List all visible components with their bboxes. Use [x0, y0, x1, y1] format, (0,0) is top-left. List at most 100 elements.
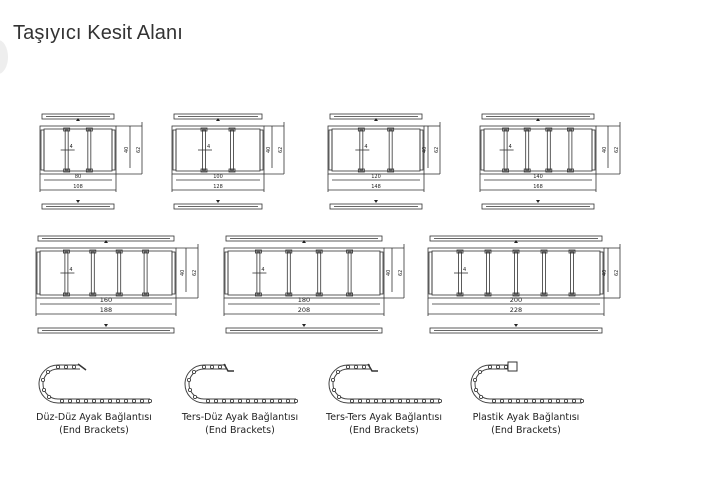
- divider-cap-bottom: [484, 292, 492, 297]
- end-bracket-pl: Plastik Ayak Bağlantısı (End Brackets): [470, 361, 585, 436]
- center-marker-label: 4: [364, 144, 367, 150]
- bottom-arrow: [216, 200, 220, 203]
- bottom-arrow: [104, 324, 108, 327]
- top-arrow: [536, 118, 540, 121]
- bottom-cover-plate: [37, 327, 175, 334]
- outer-height-label: 62: [278, 147, 284, 153]
- inner-width-label: 200: [510, 296, 522, 304]
- chain-link: [357, 398, 362, 403]
- side-rail-right: [379, 251, 384, 295]
- reverse-end-bracket: [223, 363, 234, 372]
- chain-link: [499, 398, 504, 403]
- side-rail-right: [591, 129, 596, 171]
- straight-end-bracket: [77, 363, 87, 371]
- outer-width-label: 228: [510, 306, 522, 314]
- outer-frame: [35, 247, 177, 299]
- divider: [87, 129, 92, 171]
- divider-cap-bottom: [200, 168, 208, 173]
- divider-cap-top: [387, 127, 395, 132]
- chain-body-inner: [185, 365, 296, 403]
- divider-cap-bottom: [63, 292, 70, 297]
- side-rail-left: [224, 251, 229, 295]
- chain-link: [108, 398, 113, 403]
- outer-frame: [427, 247, 605, 299]
- end-bracket-subtitle: (End Brackets): [491, 425, 561, 436]
- chain-link: [191, 369, 196, 374]
- chain-link: [116, 398, 121, 403]
- chain-link: [373, 398, 378, 403]
- chain-link: [491, 398, 496, 403]
- divider: [525, 129, 530, 171]
- chain-link: [139, 398, 144, 403]
- chain-link: [47, 394, 52, 399]
- divider-cap-bottom: [85, 168, 93, 173]
- side-rail-right: [599, 251, 604, 295]
- outer-width-label: 148: [371, 184, 381, 190]
- divider-cap-bottom: [315, 292, 323, 297]
- inner-height-label: 40: [422, 147, 428, 153]
- divider: [143, 251, 148, 295]
- bottom-cover-plate: [429, 327, 603, 334]
- outer-frame: [171, 125, 265, 175]
- chain-link: [330, 377, 335, 382]
- chain-link: [124, 398, 129, 403]
- chain-body: [328, 364, 440, 404]
- chain-link: [353, 364, 358, 369]
- bottom-cover-plate: [225, 327, 383, 334]
- inner-frame: [227, 250, 381, 296]
- outer-height-label: 62: [398, 270, 404, 276]
- chain-link: [516, 398, 521, 403]
- top-arrow: [216, 118, 220, 121]
- divider-cap-bottom: [228, 168, 236, 173]
- bottom-arrow: [514, 324, 518, 327]
- outer-width-label: 208: [298, 306, 310, 314]
- center-marker-label: 4: [207, 144, 210, 150]
- divider: [230, 129, 234, 171]
- chain-link: [478, 394, 483, 399]
- divider-cap-top: [545, 127, 553, 132]
- divider-cap-top: [63, 249, 70, 254]
- divider: [546, 129, 551, 171]
- divider-cap-top: [200, 127, 208, 132]
- divider-cap-top: [502, 127, 510, 132]
- end-bracket-tt: Ters-Ters Ayak Bağlantısı(End Brackets): [325, 363, 442, 436]
- outer-width-label: 108: [73, 184, 83, 190]
- chain-link: [213, 398, 218, 403]
- divider-cap-top: [357, 127, 365, 132]
- inner-height-label: 40: [386, 270, 392, 276]
- divider-cap-bottom: [502, 168, 510, 173]
- chain-link: [293, 398, 298, 403]
- chain-link: [245, 398, 250, 403]
- inner-width-label: 100: [213, 174, 223, 180]
- bottom-cover-plate: [173, 203, 263, 210]
- divider-cap-bottom: [523, 168, 531, 173]
- chain-body-inner: [39, 365, 150, 403]
- top-arrow: [302, 240, 306, 243]
- side-rail-left: [428, 251, 433, 295]
- chain-link: [548, 398, 553, 403]
- chain-link: [413, 398, 418, 403]
- inner-frame: [39, 250, 173, 296]
- divider: [542, 251, 546, 295]
- outer-frame: [327, 125, 425, 175]
- divider-cap-bottom: [254, 292, 262, 297]
- divider-cap-top: [142, 249, 150, 254]
- side-rail-left: [480, 129, 485, 171]
- divider-cap-top: [523, 127, 531, 132]
- chain-link: [76, 398, 81, 403]
- divider-cap-top: [285, 249, 293, 254]
- chain-link: [336, 394, 341, 399]
- chain-link: [487, 364, 492, 369]
- divider: [347, 251, 352, 295]
- chain-link: [41, 377, 46, 382]
- divider: [514, 251, 518, 295]
- outer-frame: [223, 247, 385, 299]
- side-rail-left: [172, 129, 177, 171]
- chain-link: [345, 364, 350, 369]
- end-bracket-name: Plastik Ayak Bağlantısı: [473, 412, 580, 423]
- chain-link: [100, 398, 105, 403]
- end-bracket-subtitle: (End Brackets): [349, 425, 419, 436]
- divider-cap-bottom: [115, 292, 123, 297]
- chain-link: [429, 398, 434, 403]
